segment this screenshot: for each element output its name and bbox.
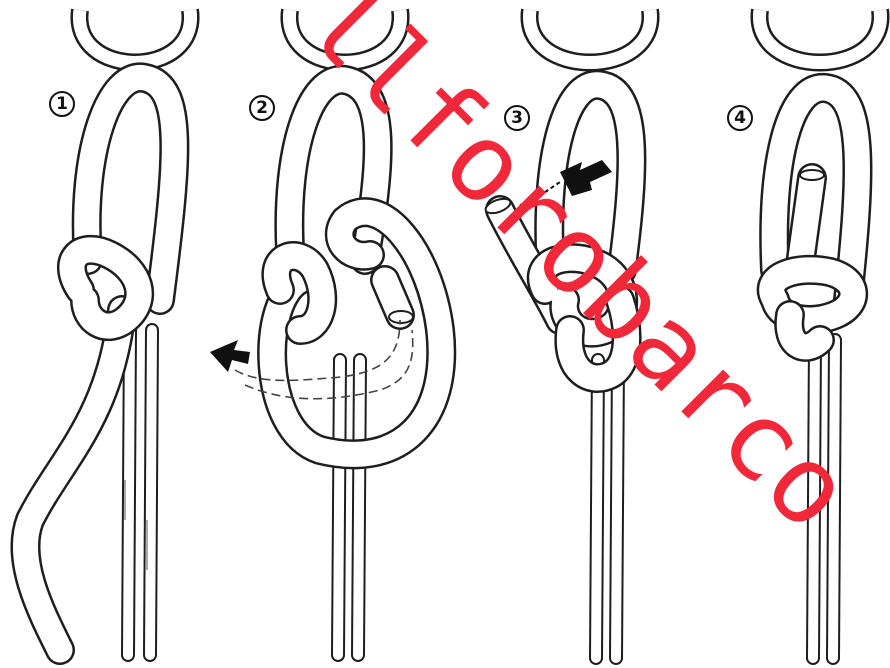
step-number-1: 1 bbox=[56, 94, 68, 114]
panel-step-1: 1 bbox=[25, 10, 190, 655]
standing-strand-3 bbox=[596, 360, 618, 658]
ring-1 bbox=[79, 10, 190, 63]
step-number-2: 2 bbox=[256, 98, 268, 118]
standing-strand-2 bbox=[338, 360, 360, 655]
standing-strand-1 bbox=[128, 330, 152, 655]
arrow-left-icon bbox=[210, 340, 250, 372]
step-number-4: 4 bbox=[734, 108, 746, 128]
panel-step-4: 4 bbox=[728, 10, 881, 658]
rope-end-4 bbox=[800, 170, 824, 265]
working-end-1 bbox=[25, 310, 122, 650]
rope-end-2 bbox=[385, 280, 413, 323]
wrap-1 bbox=[72, 250, 139, 326]
ring-4 bbox=[759, 10, 880, 63]
ring-3 bbox=[529, 10, 650, 63]
knot-4 bbox=[772, 270, 853, 347]
